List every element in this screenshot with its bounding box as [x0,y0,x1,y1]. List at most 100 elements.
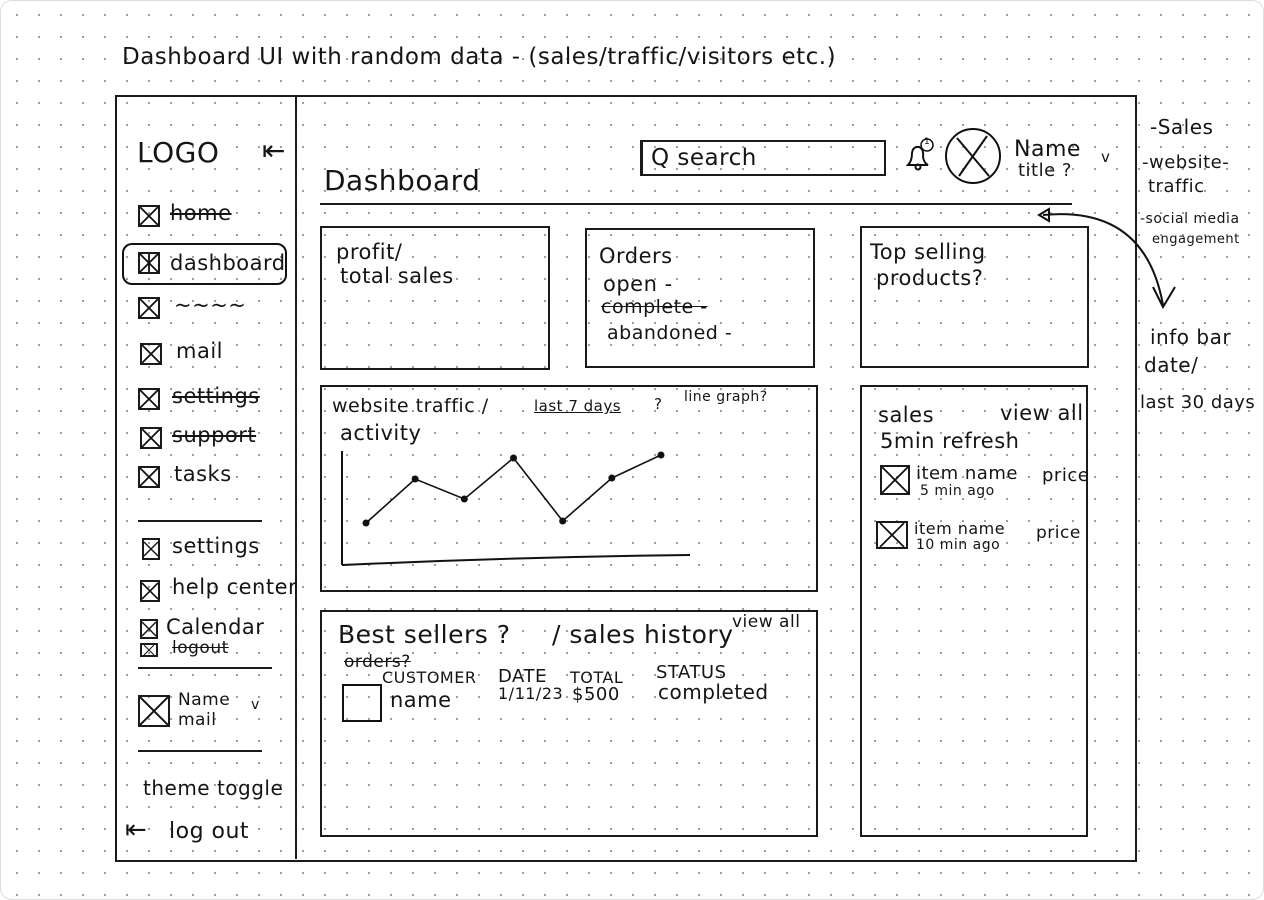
placeholder-icon [138,297,160,319]
search-placeholder: Q search [651,145,757,171]
sidebar-item-dashboard[interactable]: dashboard [122,243,287,285]
card-title: website traffic / [332,395,489,417]
user-avatar[interactable] [945,128,1001,184]
card-title: / sales history [552,620,734,649]
range-selector[interactable]: last 7 days [534,397,622,415]
arrow-left-icon[interactable]: ⇤ [262,134,286,167]
logo: LOGO [137,136,220,169]
sidebar-item-label: support [172,423,257,447]
placeholder-icon [876,521,908,549]
card-title: Orders [599,244,673,268]
cell-total: $500 [572,684,620,705]
view-all-link[interactable]: view all [732,612,801,632]
placeholder-icon [138,388,160,410]
column-header: STATUS [656,662,727,683]
chevron-down-icon[interactable]: v [1101,148,1111,166]
sidebar-item-label: settings [172,384,260,408]
data-point-6 [608,474,616,482]
series-line [365,454,662,524]
user-email: mail [178,710,217,730]
chevron-down-icon[interactable]: v [251,697,260,713]
list-item[interactable]: item name 10 min ago price [874,519,1081,559]
sidebar-divider [295,97,297,859]
page-title: Dashboard UI with random data - (sales/t… [122,44,837,70]
placeholder-icon [142,538,160,560]
sidebar-item-label: logout [172,638,229,658]
column-header: CUSTOMER [382,668,477,687]
annotation-arrow-icon [1037,207,1176,310]
orders-open: open - [603,272,673,296]
card-title: Best sellers ? [338,620,511,649]
placeholder-icon [140,343,162,365]
sidebar-divider-line [138,667,272,669]
logout-label: log out [169,819,250,844]
cell-status: completed [658,680,769,704]
page-heading: Dashboard [324,164,481,197]
sidebar-item-label: settings [172,534,260,558]
sidebar-item-label: tasks [174,462,232,486]
customer-avatar [342,684,382,722]
top-selling-card: Top selling products? [860,226,1089,368]
data-point-1 [362,519,370,527]
sidebar-item-label: Calendar [166,615,265,639]
card-title: Top selling [870,240,986,264]
sidebar-item-label: ~~~~ [174,293,247,317]
arrow-left-icon: ⇤ [125,815,148,845]
note-text: info bar [1150,325,1232,349]
header-divider [320,203,1072,205]
refresh-note: 5min refresh [880,429,1020,453]
sales-history-card: Best sellers ? / sales history view all … [320,610,818,837]
note-text: engagement [1152,232,1240,247]
sidebar-item-label: dashboard [170,251,286,275]
header-user-name: Name [1014,137,1081,162]
chart-axes [341,451,691,566]
notifications-button[interactable]: 1 [900,137,936,173]
note-text: -social media [1140,211,1240,227]
orders-abandoned: abandoned - [607,322,733,344]
chart-note: line graph? [684,389,768,405]
data-point-2 [411,475,419,483]
note-text: -Sales [1150,115,1214,139]
item-price: price [1042,465,1090,486]
data-point-5 [559,517,567,525]
sidebar-divider-line [138,520,262,522]
search-input[interactable]: Q search [640,140,886,176]
cell-date: 1/11/23 [498,684,564,703]
table-row[interactable]: name 1/11/23 $500 completed [322,680,812,722]
placeholder-icon [956,135,990,177]
data-point-3 [460,495,468,503]
notification-count: 1 [924,137,931,147]
theme-toggle[interactable]: theme toggle [143,776,284,800]
item-name: item name [914,519,1006,538]
orders-card: Orders open - complete - abandoned - [585,228,815,368]
sidebar-divider-line [138,750,262,752]
sales-card: sales view all 5min refresh item name 5 … [860,385,1089,837]
card-title: sales [878,403,935,427]
item-time: 5 min ago [920,483,995,499]
list-item[interactable]: item name 5 min ago price [876,463,1089,503]
placeholder-icon [140,619,158,639]
avatar [138,695,170,727]
data-point-4 [510,454,517,462]
card-title: products? [876,266,984,290]
item-time: 10 min ago [916,537,1001,553]
chart-subtitle: activity [340,421,422,445]
note-text: -website- [1142,152,1230,173]
traffic-line-chart [341,451,691,566]
column-header: DATE [498,666,547,687]
bell-icon [905,138,934,171]
traffic-card: website traffic / last 7 days ? line gra… [320,385,818,592]
note-text: date/ [1144,353,1199,377]
item-price: price [1036,523,1081,543]
placeholder-icon [138,466,160,488]
view-all-link[interactable]: view all [1000,401,1084,425]
placeholder-icon [138,205,160,227]
cell-customer: name [390,688,452,712]
sidebar-item-label: help center [172,575,298,599]
card-title: total sales [340,264,454,288]
note-text: traffic [1148,176,1205,197]
sidebar-item-label: mail [176,339,223,363]
card-title: profit/ [336,240,403,264]
question-mark: ? [654,395,663,413]
user-name: Name [178,690,231,710]
